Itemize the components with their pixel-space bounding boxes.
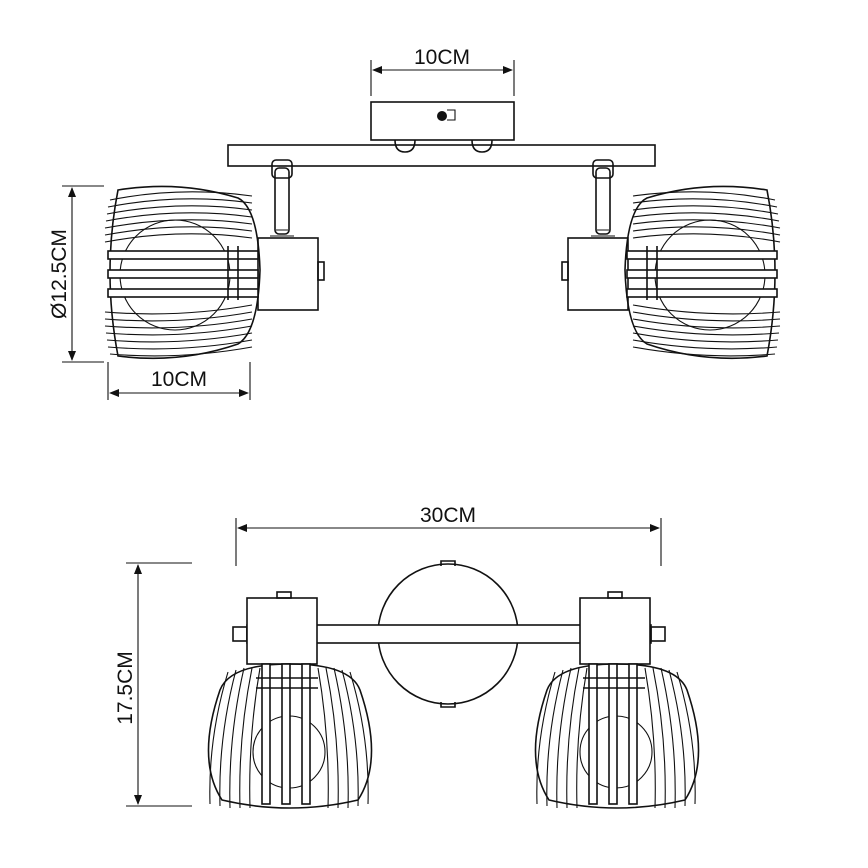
ceiling-bracket [370, 101, 515, 141]
left-socket-block [257, 237, 319, 311]
left-shade-front [207, 663, 373, 809]
top-view: 10CM Ø12.5CM 10CM [48, 46, 781, 400]
total-height-label: 17.5CM [114, 651, 137, 725]
left-shade-top [104, 185, 261, 360]
right-shade-front [534, 663, 700, 809]
shade-depth-label: 10CM [151, 368, 207, 391]
bracket-screw-icon [437, 111, 447, 121]
right-socket-block [567, 237, 629, 311]
total-width-label: 30CM [420, 504, 476, 527]
right-front-socket [579, 597, 651, 665]
right-shade-top [624, 185, 781, 360]
shade-diameter-label: Ø12.5CM [48, 229, 71, 319]
front-view: 30CM 17.5CM [114, 504, 700, 809]
mounting-bar [227, 144, 656, 167]
left-front-socket [246, 597, 318, 665]
bracket-width-label: 10CM [414, 46, 470, 69]
